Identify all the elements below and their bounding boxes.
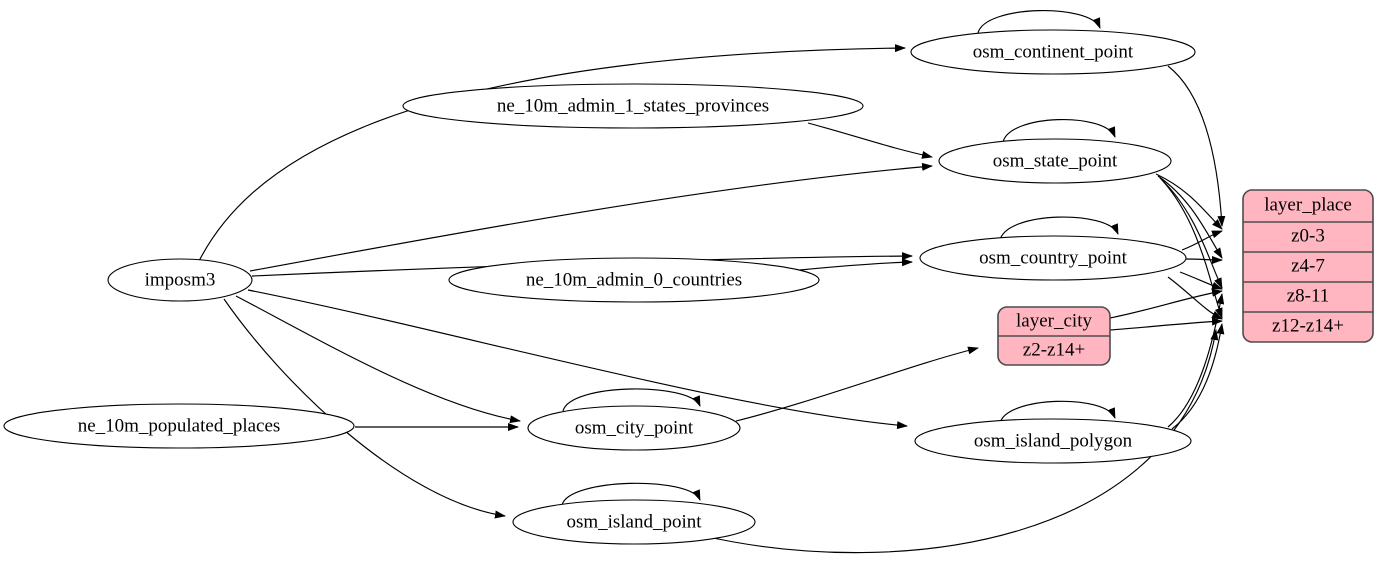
node-label-ne_10m_admin_1_states_provinces: ne_10m_admin_1_states_provinces: [497, 95, 769, 116]
record-row-layer_city-0: z2-z14+: [1023, 339, 1085, 360]
edge-self-osm_continent_point: [977, 9, 1101, 34]
node-label-osm_country_point: osm_country_point: [979, 247, 1127, 268]
edge-osm_country_point-to-layer_place-z12-z14: [1167, 276, 1223, 320]
edge-self-osm_island_point: [561, 482, 701, 506]
edge-osm_country_point-to-layer_place-z8-11: [1179, 271, 1223, 290]
node-label-osm_continent_point: osm_continent_point: [973, 41, 1134, 62]
node-ne_10m_admin_0_countries[interactable]: ne_10m_admin_0_countries: [448, 257, 820, 303]
record-header-layer_place: layer_place: [1264, 194, 1352, 215]
edge-self-osm_country_point: [999, 216, 1119, 241]
edge-layer_city-to-layer_place-z8-11: [1109, 288, 1223, 319]
records-layer: layer_city z2-z14+ layer_place z0-3 z4-7…: [997, 189, 1374, 366]
edge-osm_state_point-to-layer_place-z0-3: [1155, 173, 1223, 230]
node-osm_continent_point[interactable]: osm_continent_point: [910, 29, 1196, 75]
node-osm_state_point[interactable]: osm_state_point: [938, 138, 1172, 184]
edge-layer_city-to-layer_place-z12-z14: [1109, 317, 1223, 331]
node-osm_city_point[interactable]: osm_city_point: [527, 405, 741, 451]
node-label-osm_city_point: osm_city_point: [575, 417, 694, 438]
record-row-layer_place-3: z12-z14+: [1272, 315, 1344, 336]
edge-osm_continent_point-to-layer_place-z0-3: [1167, 65, 1226, 227]
edges-layer: [198, 9, 1226, 554]
node-label-osm_island_point: osm_island_point: [566, 511, 702, 532]
node-osm_island_point[interactable]: osm_island_point: [512, 499, 756, 545]
record-row-layer_place-2: z8-11: [1287, 285, 1330, 306]
record-node-layer_place[interactable]: layer_place z0-3 z4-7 z8-11 z12-z14+: [1242, 189, 1374, 343]
edge-imposm3-to-osm_city_point: [235, 295, 521, 424]
record-node-layer_city[interactable]: layer_city z2-z14+: [997, 306, 1111, 366]
edge-osm_state_point-to-layer_place-z4-7: [1157, 175, 1223, 259]
node-label-ne_10m_populated_places: ne_10m_populated_places: [78, 415, 281, 436]
edge-self-osm_state_point: [1002, 118, 1116, 143]
edge-osm_city_point-to-layer_city: [735, 346, 979, 422]
node-label-osm_island_polygon: osm_island_polygon: [974, 430, 1133, 451]
node-label-imposm3: imposm3: [145, 269, 216, 290]
edge-osm_state_point-to-layer_place-z12-z14: [1161, 179, 1223, 319]
record-header-layer_city: layer_city: [1016, 310, 1092, 331]
edge-osm_country_point-to-layer_place-z0-3: [1181, 230, 1223, 251]
edge-ne_countries_to-osm_country_point: [799, 258, 913, 271]
node-ne_10m_populated_places[interactable]: ne_10m_populated_places: [3, 403, 355, 449]
edge-ne_states_to-osm_state_point: [807, 122, 933, 159]
edge-imposm3-to-osm_island_polygon: [247, 289, 908, 430]
node-label-osm_state_point: osm_state_point: [993, 150, 1118, 171]
nodes-layer: imposm3 ne_10m_admin_1_states_provinces …: [3, 29, 1196, 545]
edge-osm_island_point-to-layer_place-z12-z14: [703, 329, 1219, 554]
node-osm_country_point[interactable]: osm_country_point: [919, 235, 1187, 281]
edge-imposm3-to-osm_continent_point: [198, 44, 906, 262]
record-row-layer_place-0: z0-3: [1291, 225, 1325, 246]
edge-self-osm_city_point: [562, 388, 701, 412]
edge-self-osm_island_polygon: [999, 400, 1116, 424]
edge-osm_island_polygon-to-layer_place-z8-11: [1167, 293, 1225, 428]
edge-osm_country_point-to-layer_place-z4-7: [1185, 255, 1223, 264]
node-osm_island_polygon[interactable]: osm_island_polygon: [914, 418, 1192, 464]
node-imposm3[interactable]: imposm3: [107, 258, 253, 302]
node-label-ne_10m_admin_0_countries: ne_10m_admin_0_countries: [526, 269, 742, 290]
node-ne_10m_admin_1_states_provinces[interactable]: ne_10m_admin_1_states_provinces: [402, 83, 864, 129]
edge-osm_state_point-to-layer_place-z8-11: [1159, 177, 1223, 289]
edge-imposm3-to-osm_state_point: [249, 162, 933, 272]
record-row-layer_place-1: z4-7: [1291, 255, 1325, 276]
